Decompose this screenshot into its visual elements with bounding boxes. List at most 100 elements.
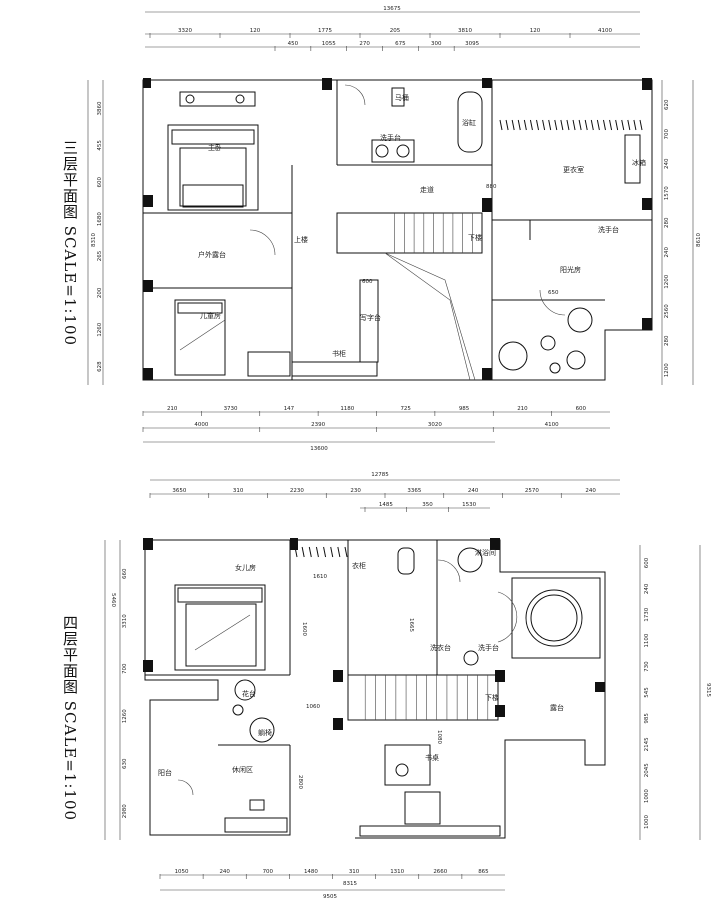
f4-flower: 花台 <box>242 689 256 698</box>
f4-dim-right: 2045 <box>644 763 650 777</box>
f3-dim-left: 1260 <box>97 322 103 336</box>
f3-dim-left: 600 <box>97 176 103 187</box>
f4-dim-top2: 1485 <box>379 502 393 508</box>
f3-w600: 600 <box>362 279 373 285</box>
f3-dim-top2: 300 <box>431 41 442 47</box>
f3-dim-top: 3810 <box>458 28 472 34</box>
hanger <box>572 119 576 131</box>
f3-dim-right: 1200 <box>664 274 670 288</box>
f4-dim-top: 2230 <box>290 488 304 494</box>
hanger <box>633 119 637 131</box>
f3-master-bed <box>167 91 259 211</box>
hanger <box>499 119 503 131</box>
f4-dim-left: 2980 <box>122 804 128 818</box>
hanger <box>529 119 533 131</box>
hanger <box>548 119 552 131</box>
f3-dim-top2: 3095 <box>465 41 479 47</box>
f4-d1665: 1665 <box>408 618 414 632</box>
f3-w650: 650 <box>548 290 559 296</box>
f3-dim-bottom: 210 <box>167 406 178 412</box>
f4-plants <box>232 679 275 743</box>
hanger <box>615 119 619 131</box>
f3-sunroom: 阳光房 <box>560 265 581 274</box>
f3-dim-bottom-total: 13600 <box>310 446 328 452</box>
f4-d2800: 2800 <box>297 775 303 789</box>
f3-dim-left-total: 8310 <box>91 233 97 247</box>
f3-dim-top: 120 <box>530 28 541 34</box>
f4-stairs <box>364 675 489 720</box>
f4-dim-bottom: 1480 <box>304 869 318 875</box>
hanger <box>609 119 613 131</box>
hanger <box>511 119 515 131</box>
f4-dim-bottom-total: 9505 <box>323 894 337 900</box>
hanger <box>517 119 521 131</box>
f3-dim-top2: 675 <box>395 41 406 47</box>
f4-girl: 女儿房 <box>235 563 256 572</box>
f4-dim-left: 660 <box>122 568 128 579</box>
f3-fridge: 冰箱 <box>632 158 646 167</box>
f4-dim-top2: 1530 <box>462 502 476 508</box>
hanger <box>566 119 570 131</box>
f4-dim-bottom: 700 <box>263 869 274 875</box>
f3-dim-right: 1570 <box>664 186 670 200</box>
f4-shower: 淋浴间 <box>475 548 496 557</box>
hanger <box>344 546 348 558</box>
f3-dim-left: 1680 <box>97 212 103 226</box>
f3-toilet: 马桶 <box>395 93 409 102</box>
f3-dim-bottom: 725 <box>400 406 411 412</box>
f4-balcony: 阳台 <box>158 768 172 777</box>
floor3-title: 三层平面图 SCALE=1:100 <box>61 140 79 347</box>
hanger <box>505 119 509 131</box>
f4-dim-bottom: 240 <box>219 869 230 875</box>
f4-dim-right: 1100 <box>644 633 650 647</box>
f3-stairs <box>394 213 473 253</box>
f3-stair-up: 上楼 <box>294 235 308 244</box>
f4-leisure: 休闲区 <box>232 765 253 774</box>
hanger <box>294 546 298 558</box>
f3-dim-right: 280 <box>664 335 670 346</box>
f4-closet-rod <box>294 546 348 558</box>
f3-plants <box>498 307 593 374</box>
hanger <box>542 119 546 131</box>
f3-dim-top2: 270 <box>359 41 370 47</box>
f3-dim-bottom2: 4000 <box>194 422 208 428</box>
f4-dim-top: 3650 <box>172 488 186 494</box>
f3-closet: 更衣室 <box>563 165 584 174</box>
f4-dim-right: 1000 <box>644 789 650 803</box>
hanger <box>315 546 319 558</box>
f4-study: 书桌 <box>425 753 439 762</box>
hanger <box>337 546 341 558</box>
f3-dim-left: 455 <box>97 140 103 151</box>
f4-girl-bed <box>174 584 266 671</box>
f3-desk: 写字台 <box>360 313 381 322</box>
f4-dim-right: 1730 <box>644 607 650 621</box>
f3-kids-bed <box>174 299 226 376</box>
f3-dim-top2: 1055 <box>322 41 336 47</box>
f3-dim-top: 120 <box>250 28 261 34</box>
hanger <box>536 119 540 131</box>
f4-dim-top: 2570 <box>525 488 539 494</box>
f3-w880: 880 <box>486 184 497 190</box>
f3-master: 主卧 <box>208 143 222 152</box>
f3-dim-right: 240 <box>664 247 670 258</box>
f3-dim-right: 240 <box>664 158 670 169</box>
f4-dim-top: 230 <box>350 488 361 494</box>
f4-dim-left: 630 <box>122 758 128 769</box>
f3-dim-bottom: 3730 <box>224 406 238 412</box>
f3-kids: 儿童房 <box>200 311 221 320</box>
f4-dim-right: 730 <box>644 661 650 672</box>
f4-dim-right: 600 <box>644 557 650 568</box>
f3-dim-right: 700 <box>664 129 670 140</box>
f3-dim-total: 13675 <box>383 6 401 12</box>
f3-corridor: 走道 <box>420 185 434 194</box>
hanger <box>584 119 588 131</box>
f3-dim-top: 205 <box>390 28 401 34</box>
f3-dim-bottom2: 4100 <box>545 422 559 428</box>
f4-dim-left: 3310 <box>122 614 128 628</box>
f4-stair-down: 下楼 <box>485 693 499 702</box>
f3-dim-top: 1775 <box>318 28 332 34</box>
